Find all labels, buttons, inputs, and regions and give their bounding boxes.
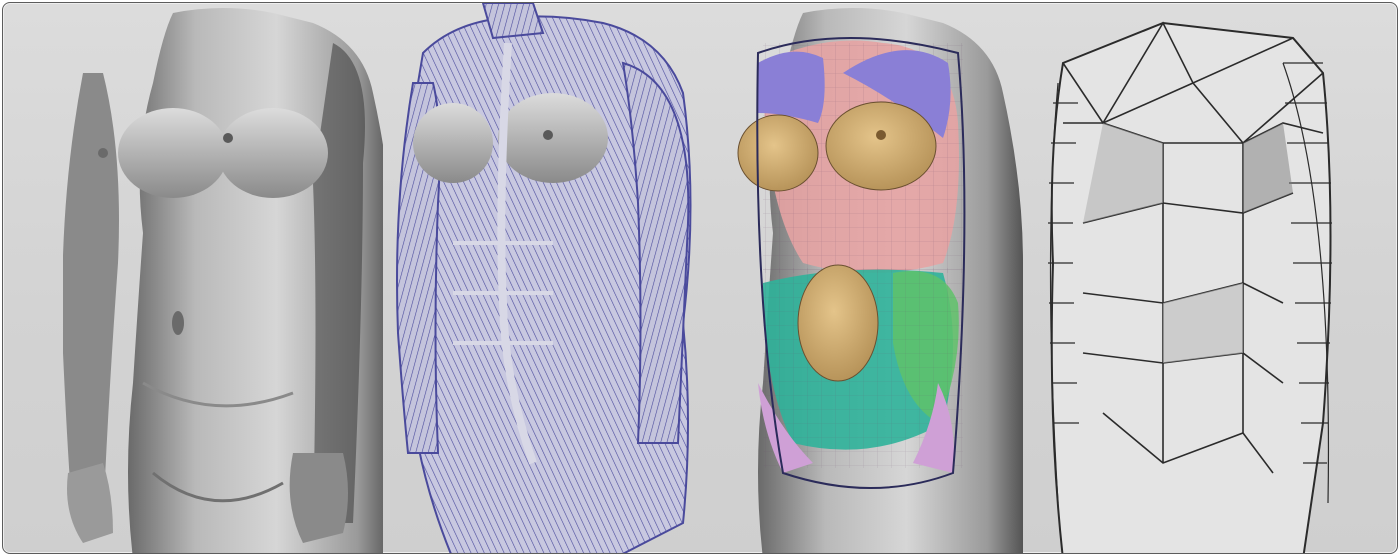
colored-form-zones <box>723 3 1023 554</box>
form-zones-panel <box>723 3 1023 554</box>
female-torso-photo <box>63 3 383 554</box>
muscle-anatomy-overlay <box>393 3 703 554</box>
planar-wireframe-panel <box>1043 3 1343 554</box>
muscle-overlay-panel <box>393 3 703 554</box>
planar-wireframe <box>1043 3 1343 554</box>
photo-reference-panel <box>63 3 383 554</box>
